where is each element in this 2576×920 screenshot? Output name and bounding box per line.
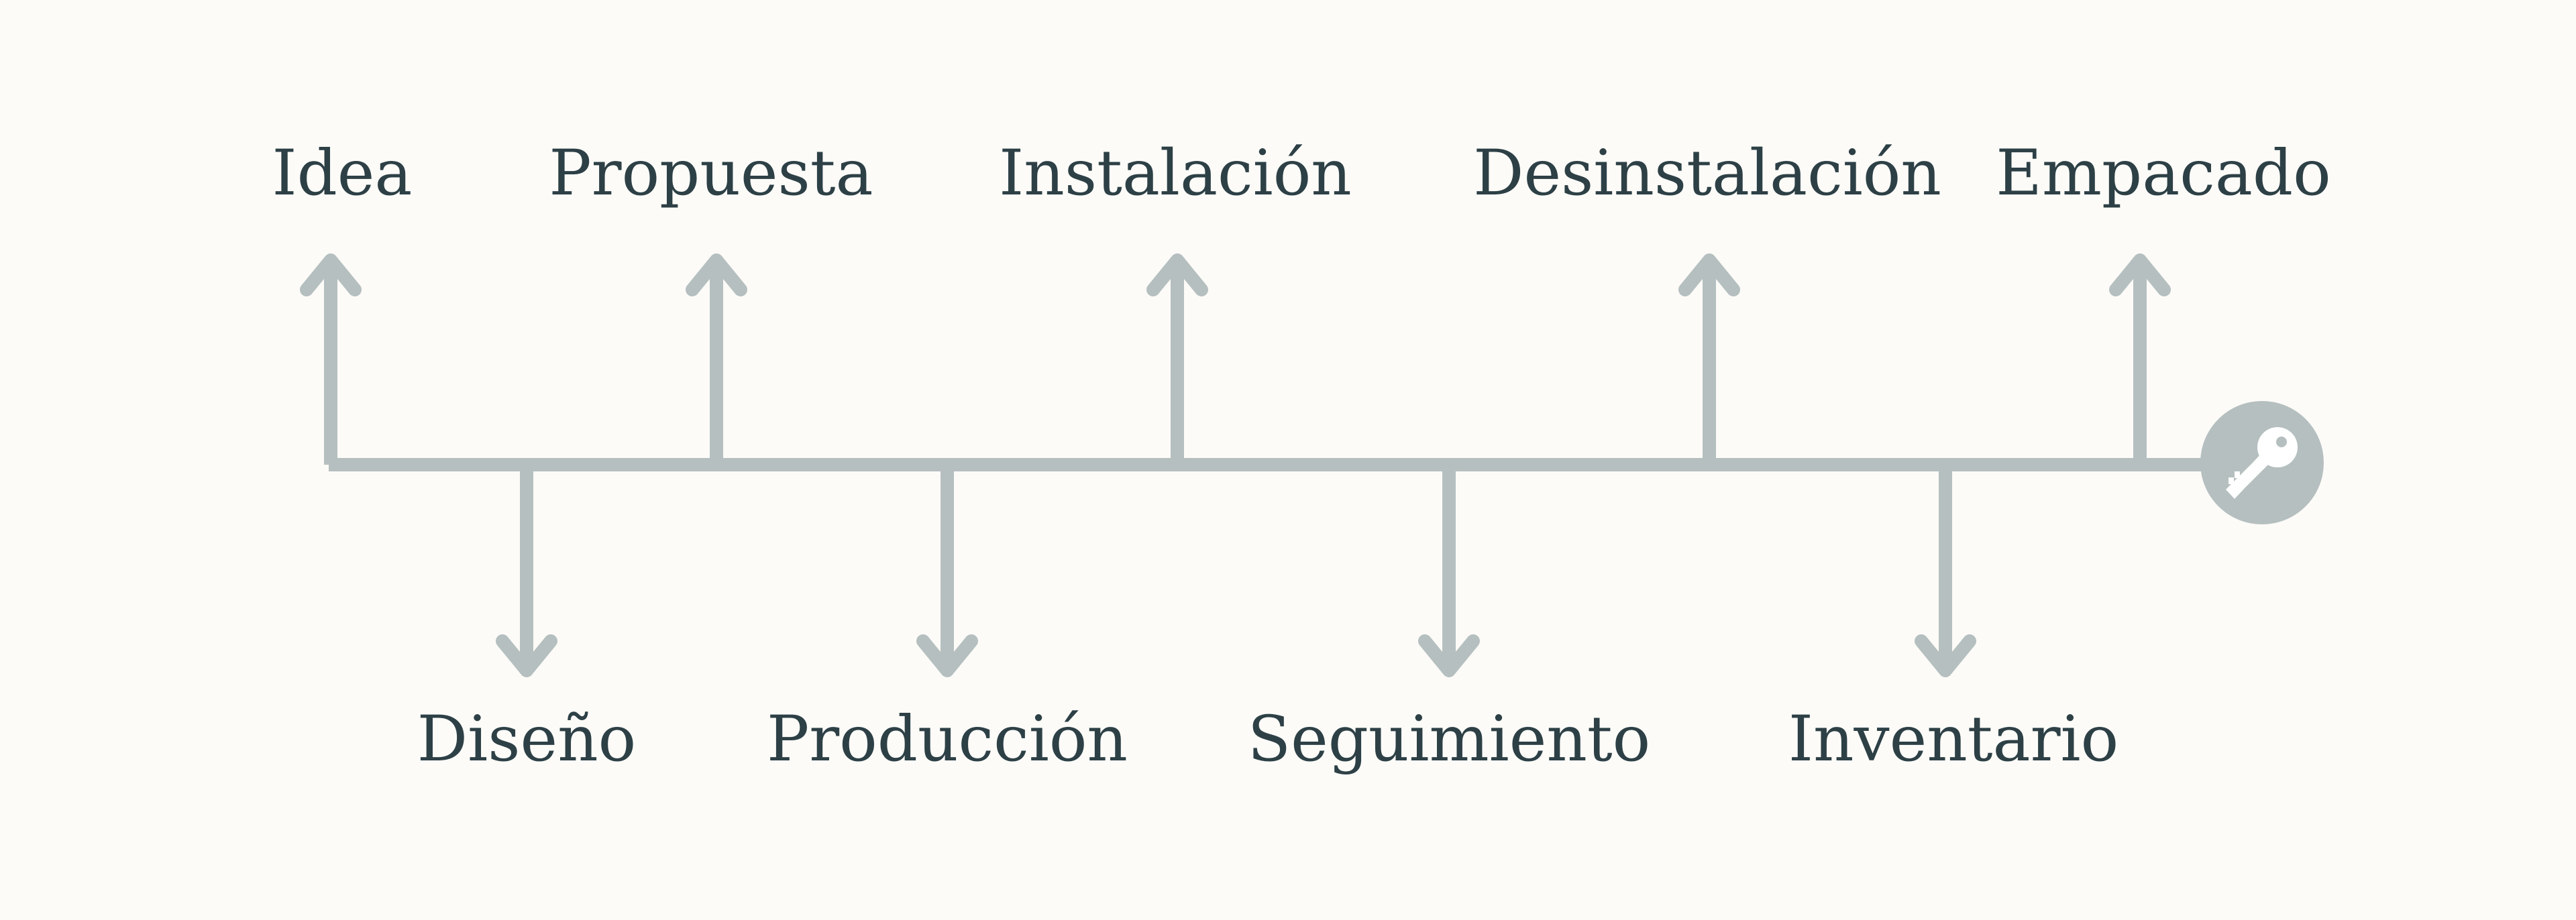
connector-arrowhead-6 (1678, 253, 1740, 296)
connector-arrowhead-2 (686, 253, 747, 296)
connector-arrowhead-7 (1915, 634, 1976, 677)
connector-arrowhead-4 (1146, 253, 1208, 296)
key-icon (2200, 401, 2324, 524)
stage-label-diseno: Diseño (417, 703, 636, 776)
timeline-labels: Idea Diseño Propuesta Producción Instala… (272, 137, 2331, 776)
stage-label-desinstalacion: Desinstalación (1473, 137, 1941, 210)
stage-label-seguimiento: Seguimiento (1248, 703, 1651, 776)
stage-label-instalacion: Instalación (999, 137, 1352, 210)
connector-arrowhead-3 (916, 634, 978, 677)
timeline-connectors (300, 253, 2171, 677)
stage-label-empacado: Empacado (1996, 137, 2330, 210)
stage-label-inventario: Inventario (1788, 703, 2118, 776)
connector-arrowhead-0 (300, 253, 362, 296)
stage-label-produccion: Producción (767, 703, 1128, 776)
stage-label-idea: Idea (272, 137, 413, 210)
connector-arrowhead-5 (1418, 634, 1480, 677)
connector-arrowhead-1 (496, 634, 557, 677)
stage-label-propuesta: Propuesta (549, 137, 873, 210)
connector-arrowhead-8 (2109, 253, 2171, 296)
